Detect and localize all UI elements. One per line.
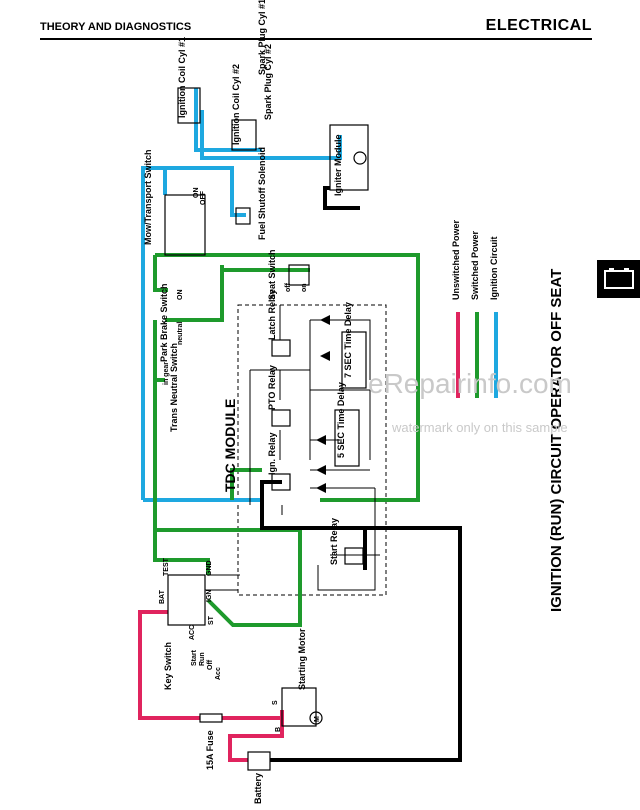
key-switch-body — [167, 574, 206, 626]
fuel-solenoid-body — [235, 207, 251, 225]
pto-relay-coil — [271, 409, 291, 427]
watermark-sub: watermark only on this sample — [392, 420, 568, 435]
five-sec-delay-box — [334, 409, 360, 467]
ign-relay-coil — [271, 473, 291, 491]
diagram-title: IGNITION (RUN) CIRCUIT OPERATOR OFF SEAT — [548, 268, 565, 612]
switched-power-wires — [153, 253, 420, 627]
igniter-module-body — [329, 124, 369, 191]
start-relay-coil — [344, 547, 364, 565]
watermark-main: eRepairinfo.com — [368, 368, 572, 399]
header-rule — [40, 38, 592, 40]
battery-tab — [597, 260, 640, 298]
latch-relay-coil — [271, 339, 291, 357]
starting-motor-body — [281, 687, 317, 727]
legend-ignition-label: Ignition Circuit — [489, 236, 499, 301]
header-right: ELECTRICAL — [485, 17, 592, 34]
header-left: THEORY AND DIAGNOSTICS — [40, 21, 192, 33]
seat-switch-body — [288, 264, 310, 286]
diodes — [316, 315, 330, 493]
relay-boxes — [271, 331, 367, 565]
legend-unswitched-label: Unswitched Power — [451, 219, 461, 300]
battery-icon — [604, 268, 634, 289]
ignition-coil-1-body — [177, 87, 201, 124]
legend-switched-label: Switched Power — [470, 230, 480, 300]
battery-body — [247, 751, 271, 771]
fuse-body — [199, 713, 223, 723]
tdc-internal-wiring — [205, 305, 380, 591]
seven-sec-delay-box — [341, 331, 367, 389]
switch-blocks — [164, 87, 369, 771]
ground-wires — [260, 186, 462, 762]
ignition-coil-2-body — [231, 119, 257, 151]
mow-transport-switch-body — [164, 194, 206, 256]
tdc-module-outline — [237, 304, 387, 596]
